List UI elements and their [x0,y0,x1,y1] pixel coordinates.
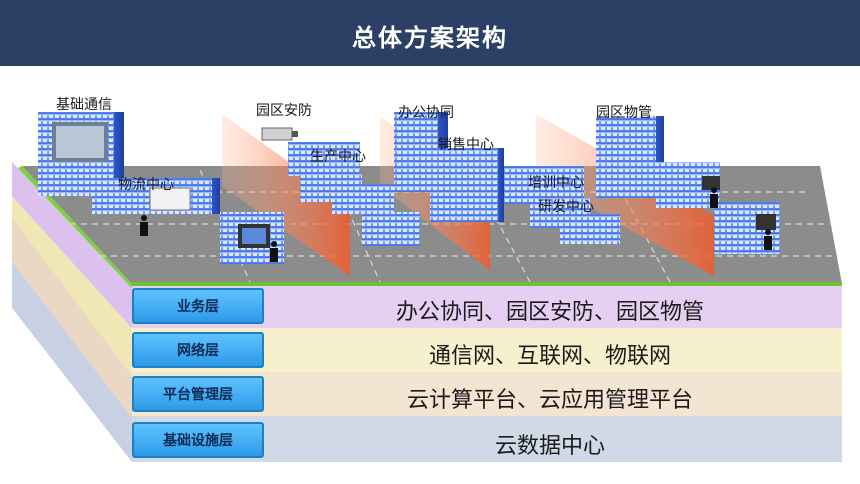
building-monitor-2 [656,162,720,208]
label-shengchan: 生产中心 [310,149,366,165]
diagram-graphics [12,112,842,462]
building-wuliu [92,178,220,214]
label-jichu: 基础通信 [56,97,112,113]
person-icon-2 [270,241,278,262]
slab-edge-1 [12,162,132,328]
building-xiaoshou [430,148,504,222]
camera-icon [261,127,298,141]
label-xiaoshou: 销售中心 [438,137,494,153]
building-peixun [504,166,620,244]
layer-label-platform: 平台管理层 [132,376,264,412]
building-wuguan [596,116,664,198]
label-anfang: 园区安防 [256,103,312,119]
architecture-diagram: 基础通信 物流中心 园区安防 生产中心 办公协同 销售中心 园区物管 培训中心 … [0,66,860,484]
label-wuliu: 物流中心 [118,177,174,193]
layer-text-platform: 云计算平台、云应用管理平台 [406,388,693,413]
ground-front-edge [132,282,842,286]
layer-text-infrastructure: 云数据中心 [494,434,605,459]
person-icon-3 [710,187,718,208]
person-icon-1 [140,215,148,236]
layer-text-network: 通信网、互联网、物联网 [428,344,671,369]
layer-label-business: 业务层 [132,288,264,324]
layer-text-business: 办公协同、园区安防、园区物管 [395,300,704,325]
ground-green-edge [18,166,132,288]
label-peixun: 培训中心 [528,175,584,191]
label-yanfa: 研发中心 [538,199,594,215]
building-shengchan [288,142,420,246]
layer-label-network: 网络层 [132,332,264,368]
label-wuguan: 园区物管 [596,105,652,121]
building-jichu [38,112,124,196]
page-title: 总体方案架构 [352,24,508,52]
header-bar: 总体方案架构 [0,0,860,66]
label-bangong: 办公协同 [398,105,454,121]
zone-wall-1 [222,114,350,276]
person-icon-4 [764,229,772,250]
layer-label-infrastructure: 基础设施层 [132,422,264,458]
